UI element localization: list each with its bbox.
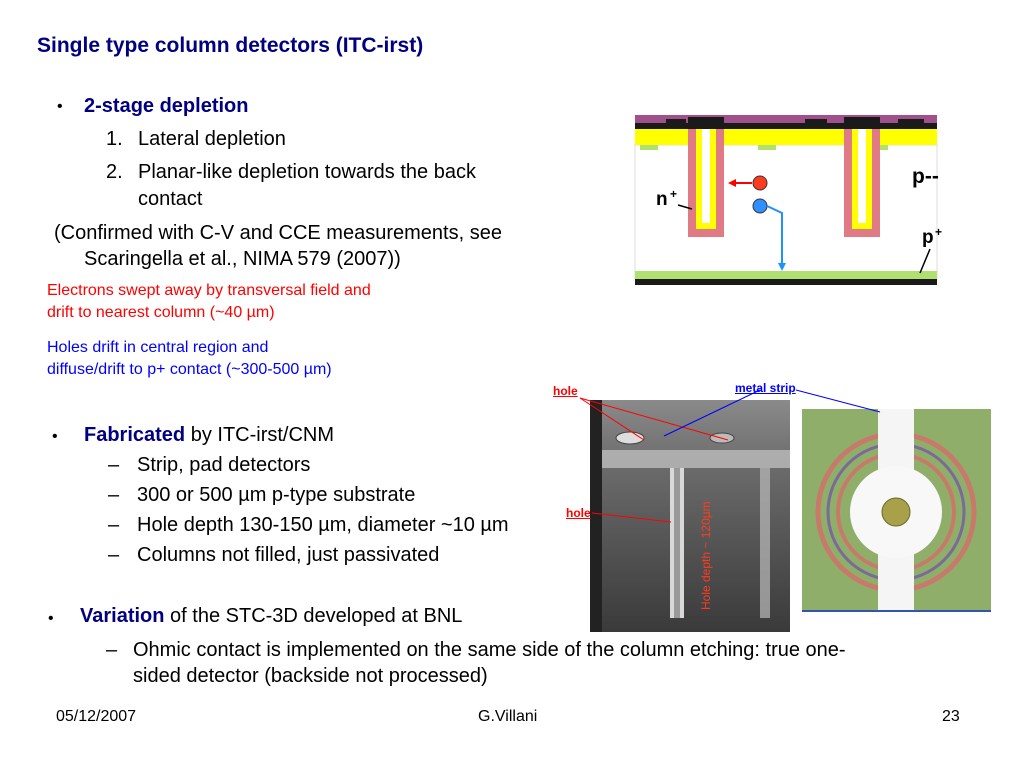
fabricated-heading: Fabricated by ITC-irst/CNM <box>84 422 334 448</box>
electrons-note: Electrons swept away by transversal fiel… <box>47 282 371 299</box>
substrate <box>634 144 938 281</box>
hole-label-top: hole <box>553 384 578 398</box>
sem-top-surface <box>602 450 790 468</box>
hole-marker <box>752 198 768 214</box>
bullet: • <box>57 98 63 115</box>
confirmation-note-ref: Scaringella et al., NIMA 579 (2007)) <box>84 248 401 270</box>
label-p-minus: p-- <box>912 165 939 188</box>
list-item: Ohmic contact is implemented on the same… <box>133 639 846 661</box>
passivation-layer <box>635 115 937 123</box>
depletion-heading: 2-stage depletion <box>84 95 249 117</box>
bullet: • <box>52 428 58 445</box>
metal-layer <box>635 123 937 129</box>
label-p: p <box>922 227 934 248</box>
strip-pointer <box>663 389 761 437</box>
slide-title: Single type column detectors (ITC-irst) <box>37 34 424 57</box>
hole-depth-label: Hole depth ~ 120µm <box>699 501 713 610</box>
dash: – <box>108 514 120 536</box>
list-item: Hole depth 130-150 µm, diameter ~10 µm <box>137 514 509 536</box>
metal-contact <box>805 119 827 129</box>
label-p-sup: + <box>935 225 942 239</box>
dash: – <box>106 639 118 661</box>
column-left <box>688 117 724 237</box>
hole-label-mid: hole <box>566 506 591 520</box>
electron-marker <box>752 175 768 191</box>
p-stop <box>640 145 658 150</box>
footer-date: 05/12/2007 <box>56 708 137 725</box>
fabricated-rest: by ITC-irst/CNM <box>185 424 335 446</box>
p-pointer <box>919 248 931 274</box>
list-number: 2. <box>106 161 123 183</box>
list-item-continued: sided detector (backside not processed) <box>133 665 488 687</box>
label-n-sup: + <box>670 187 677 201</box>
n-pointer <box>677 204 693 210</box>
photo-pointer-lines <box>579 389 881 523</box>
list-item: 300 or 500 µm p-type substrate <box>137 484 416 506</box>
column-right <box>844 117 880 237</box>
dash: – <box>108 454 120 476</box>
dash: – <box>108 484 120 506</box>
p-plus-back-layer <box>635 271 937 279</box>
list-item: Strip, pad detectors <box>137 454 311 476</box>
label-n: n <box>656 189 668 210</box>
list-item: Columns not filled, just passivated <box>137 544 440 566</box>
list-item: Planar-like depletion towards the back <box>138 161 476 183</box>
electron-arrowhead <box>728 179 736 187</box>
fabricated-bold: Fabricated <box>84 424 186 446</box>
variation-heading: Variation of the STC-3D developed at BNL <box>80 603 462 629</box>
electrons-note-2: drift to nearest column (~40 µm) <box>47 304 275 321</box>
metal-strip-label: metal strip <box>735 381 796 395</box>
holes-note: Holes drift in central region and <box>47 339 269 356</box>
holes-note-2: diffuse/drift to p+ contact (~300-500 µm… <box>47 361 332 378</box>
variation-rest: of the STC-3D developed at BNL <box>164 605 463 627</box>
bullet: • <box>48 610 54 627</box>
metal-contact <box>898 119 924 129</box>
hole-pointer <box>579 397 645 441</box>
detector-cross-section-diagram: p-- n + p + <box>634 115 942 285</box>
hole-pointer <box>579 397 729 441</box>
optical-photo-strip <box>802 409 991 612</box>
list-item: Lateral depletion <box>138 128 286 150</box>
hole-pointer <box>591 512 672 523</box>
dash: – <box>108 544 120 566</box>
variation-bold: Variation <box>80 605 165 627</box>
strip-pointer <box>795 389 881 413</box>
sem-column-core <box>674 468 680 618</box>
footer-author: G.Villani <box>478 708 538 725</box>
hole-path <box>766 205 783 267</box>
page-number: 23 <box>942 708 960 725</box>
confirmation-note: (Confirmed with C-V and CCE measurements… <box>54 222 502 244</box>
optical-hole <box>881 497 911 527</box>
sem-column-far <box>760 468 770 618</box>
list-number: 1. <box>106 128 123 150</box>
sem-photo-column: Hole depth ~ 120µm <box>590 400 790 632</box>
metal-contact <box>666 119 686 129</box>
back-metal <box>635 279 937 285</box>
p-stop <box>758 145 776 150</box>
oxide-layer <box>635 129 937 145</box>
list-item-continued: contact <box>138 188 203 210</box>
hole-arrowhead <box>778 263 786 271</box>
